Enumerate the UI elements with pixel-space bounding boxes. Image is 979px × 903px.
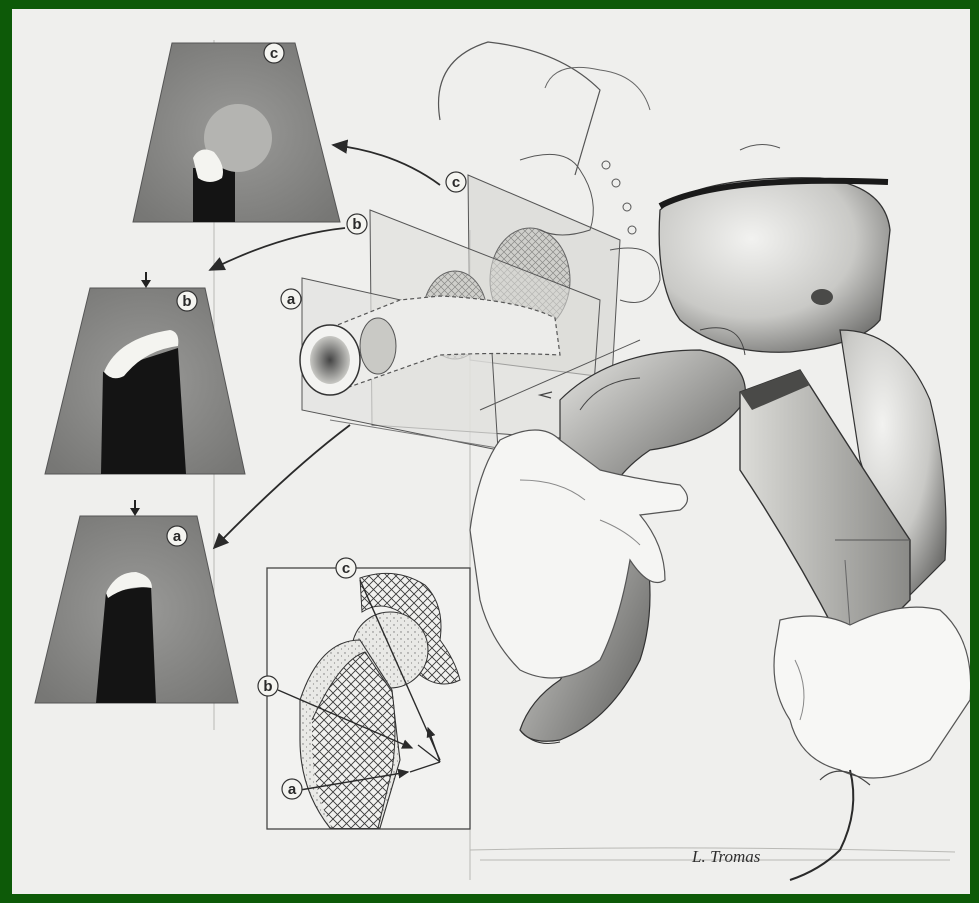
examiner-left-hand	[470, 430, 688, 678]
scan-panel-b: b	[45, 272, 245, 474]
inset-label-c: c	[342, 560, 350, 577]
inset-label-a: a	[288, 781, 297, 798]
plane-a-label: a	[287, 291, 296, 308]
inset-femur-schematic: c b a	[258, 558, 470, 829]
inset-label-b: b	[263, 678, 272, 695]
panel-b-label: b	[182, 293, 191, 310]
panel-a-label: a	[173, 528, 182, 545]
plane-b-label: b	[352, 216, 361, 233]
scan-panel-c: c	[133, 43, 340, 222]
panel-c-label: c	[270, 45, 278, 62]
scan-panel-a: a	[35, 500, 238, 703]
plane-c-label: c	[452, 174, 460, 191]
panel-b-marker-arrow	[141, 280, 151, 288]
probe-cable	[790, 770, 853, 880]
panel-a-marker-arrow	[130, 508, 140, 516]
artist-signature: L. Tromas	[691, 847, 761, 866]
